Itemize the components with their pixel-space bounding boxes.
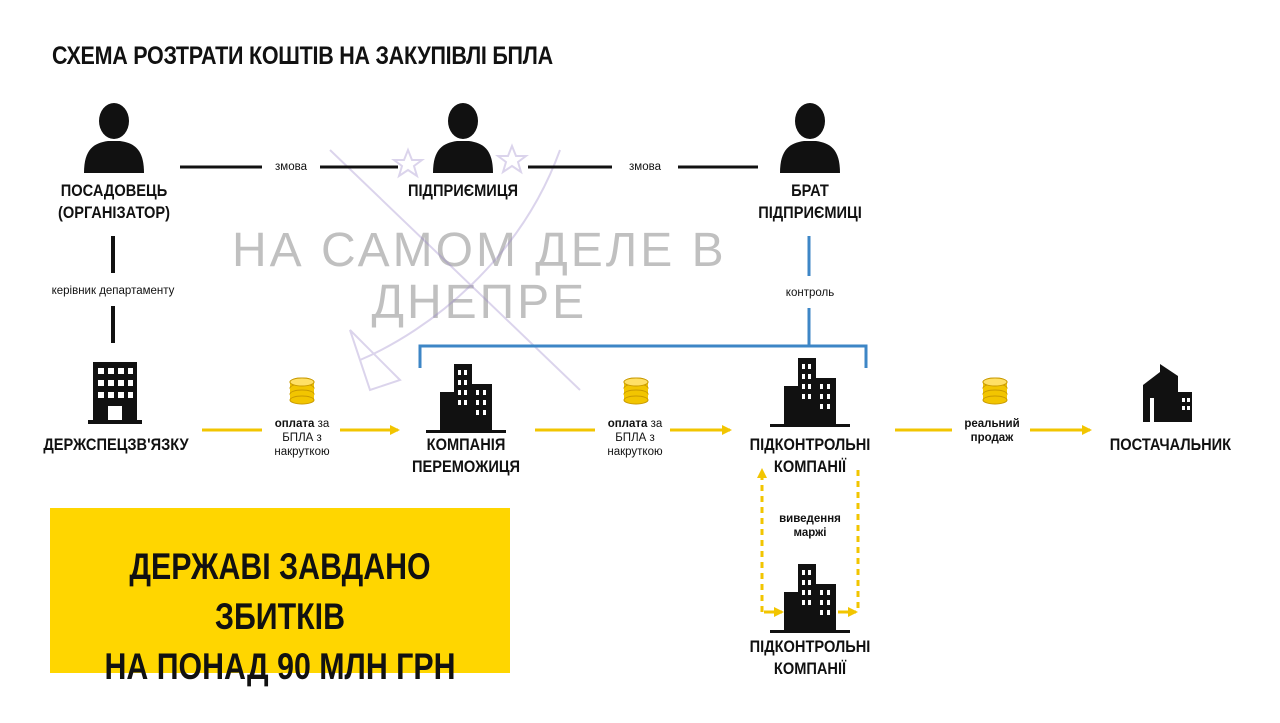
node-controlled-1-line-1: ПІДКОНТРОЛЬНІ: [749, 435, 871, 454]
node-agency-line-1: ДЕРЖСПЕЦЗВ'ЯЗКУ: [43, 435, 189, 454]
watermark-emblem: [329, 143, 581, 392]
node-brother-line-2: ПІДПРИЄМИЦІ: [758, 203, 862, 222]
node-brother-line-1: БРАТ: [791, 181, 829, 200]
node-official-line-1: ПОСАДОВЕЦЬ: [60, 181, 168, 200]
edge-payment-2-line-2: БПЛА з: [615, 432, 655, 444]
damage-banner-line-1: ДЕРЖАВІ ЗАВДАНО ЗБИТКІВ: [129, 546, 431, 637]
edge-margin-line-2: маржі: [793, 527, 827, 539]
edge-collusion-1: змова: [275, 161, 307, 173]
edge-sale-line-1: реальний: [964, 418, 1020, 430]
controlled1-buildings-icon: [770, 358, 850, 427]
edge-payment-1-bold: оплата: [274, 418, 315, 430]
entrepreneur-person-icon: [433, 103, 493, 173]
edge-control: контроль: [785, 287, 835, 299]
damage-banner-text: ДЕРЖАВІ ЗАВДАНО ЗБИТКІВ НА ПОНАД 90 МЛН …: [91, 542, 468, 692]
node-supplier: ПОСТАЧАЛЬНИК: [1109, 434, 1232, 456]
node-supplier-line-1: ПОСТАЧАЛЬНИК: [1109, 435, 1232, 454]
edge-payment-1-rest: за: [314, 418, 330, 430]
edge-payment-1: оплата за БПЛА з накруткою: [252, 417, 352, 459]
edge-sale: реальний продаж: [952, 417, 1032, 445]
node-controlled-1-line-2: КОМПАНІЇ: [773, 457, 847, 476]
node-official: ПОСАДОВЕЦЬ (ОРГАНІЗАТОР): [45, 180, 183, 224]
page-title: СХЕМА РОЗТРАТИ КОШТІВ НА ЗАКУПІВЛІ БПЛА: [52, 42, 553, 70]
coins-icon-2: [623, 377, 649, 405]
edge-payment-1-line-3: накруткою: [274, 446, 330, 458]
winner-buildings-icon: [426, 364, 506, 433]
node-brother: БРАТ ПІДПРИЄМИЦІ: [750, 180, 870, 224]
watermark-line-1: НА САМОМ ДЕЛЕ В: [232, 224, 727, 277]
node-controlled-2-line-1: ПІДКОНТРОЛЬНІ: [749, 637, 871, 656]
edge-sale-line-2: продаж: [970, 432, 1014, 444]
node-agency: ДЕРЖСПЕЦЗВ'ЯЗКУ: [39, 434, 194, 456]
edge-payment-2-line-3: накруткою: [607, 446, 663, 458]
node-controlled-2: ПІДКОНТРОЛЬНІ КОМПАНІЇ: [746, 636, 875, 680]
watermark: НА САМОМ ДЕЛЕ В ДНЕПРЕ: [232, 225, 727, 329]
node-winner: КОМПАНІЯ ПЕРЕМОЖИЦЯ: [406, 434, 526, 478]
node-official-line-2: (ОРГАНІЗАТОР): [57, 203, 171, 222]
node-entrepreneur: ПІДПРИЄМИЦЯ: [403, 180, 523, 202]
watermark-line-2: ДНЕПРЕ: [371, 276, 588, 329]
damage-banner: [50, 508, 510, 673]
edge-head: керівник департаменту: [51, 285, 175, 297]
edge-payment-2: оплата за БПЛА з накруткою: [585, 417, 685, 459]
damage-banner-line-2: НА ПОНАД 90 МЛН ГРН: [104, 646, 456, 687]
node-winner-line-1: КОМПАНІЯ: [426, 435, 506, 454]
brother-person-icon: [780, 103, 840, 173]
node-controlled-1: ПІДКОНТРОЛЬНІ КОМПАНІЇ: [746, 434, 875, 478]
agency-building-icon: [88, 362, 142, 424]
edge-margin-line-1: виведення: [779, 513, 841, 525]
edge-margin: виведення маржі: [770, 512, 850, 540]
node-entrepreneur-line-1: ПІДПРИЄМИЦЯ: [407, 181, 519, 200]
edge-payment-1-line-2: БПЛА з: [282, 432, 322, 444]
coins-icon-1: [289, 377, 315, 405]
node-controlled-2-line-2: КОМПАНІЇ: [773, 659, 847, 678]
edge-payment-2-bold: оплата: [607, 418, 648, 430]
controlled2-buildings-icon: [770, 564, 850, 633]
edge-payment-2-rest: за: [647, 418, 663, 430]
control-bracket: [418, 344, 868, 368]
edge-collusion-2: змова: [629, 161, 661, 173]
official-person-icon: [84, 103, 144, 173]
coins-icon-3: [982, 377, 1008, 405]
supplier-buildings-icon: [1143, 364, 1192, 422]
node-winner-line-2: ПЕРЕМОЖИЦЯ: [411, 457, 521, 476]
